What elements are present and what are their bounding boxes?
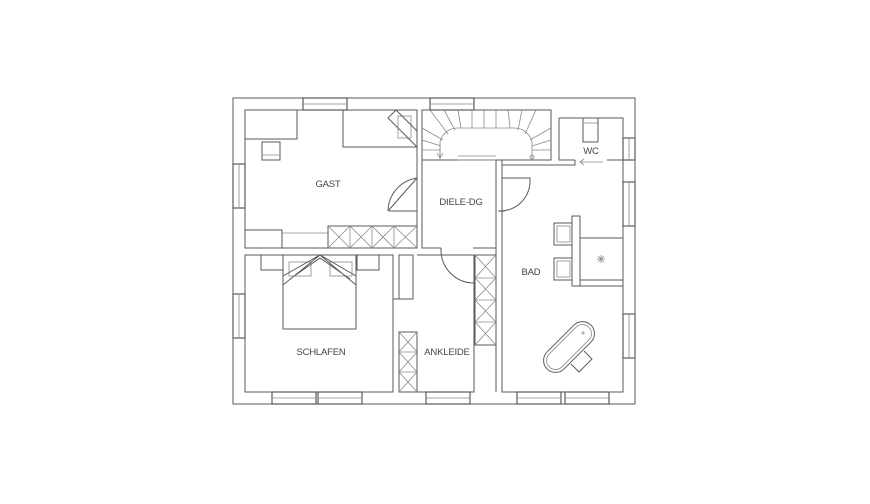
doors [387, 177, 531, 284]
windows [232, 97, 636, 405]
door-gast [387, 177, 418, 212]
nightstand-left [260, 254, 284, 271]
chair-gast [261, 141, 281, 161]
pillow-gast [387, 109, 418, 149]
bed-gast [342, 109, 418, 148]
label-schlafen: SCHLAFEN [296, 347, 345, 358]
bad-fixtures [543, 215, 624, 373]
label-bad: BAD [522, 267, 541, 278]
desk-gast [244, 109, 298, 140]
bad-outline [501, 159, 624, 393]
bed-schlafen [282, 254, 357, 330]
label-ankleide: ANKLEIDE [424, 347, 469, 358]
wc-fixtures [579, 117, 603, 166]
diele-outline [421, 110, 497, 249]
shower [580, 237, 624, 287]
label-wc: WC [583, 146, 599, 157]
bathtub [543, 321, 595, 373]
toilet-wc [582, 117, 599, 143]
staircase [421, 109, 552, 161]
nightstand-right [356, 254, 380, 271]
room-labels: GAST DIELE-DG WC BAD SCHLAFEN ANKLEIDE [296, 146, 599, 358]
schlafen-furniture [260, 254, 414, 392]
gast-furniture [244, 109, 418, 249]
shelf-gast [244, 229, 283, 249]
label-gast: GAST [315, 179, 340, 190]
schlafen-outline [244, 254, 394, 393]
wardrobe-gast [327, 225, 418, 249]
door-schlafen-ankleide [440, 248, 475, 284]
bad-top-wall [501, 160, 576, 179]
ankleide-wardrobes [398, 254, 497, 393]
dresser [398, 254, 414, 300]
wc-arrow [579, 158, 603, 166]
vanity [571, 215, 581, 287]
label-diele: DIELE-DG [439, 197, 482, 208]
door-bad [497, 177, 531, 212]
ankleide-outline [417, 254, 475, 393]
